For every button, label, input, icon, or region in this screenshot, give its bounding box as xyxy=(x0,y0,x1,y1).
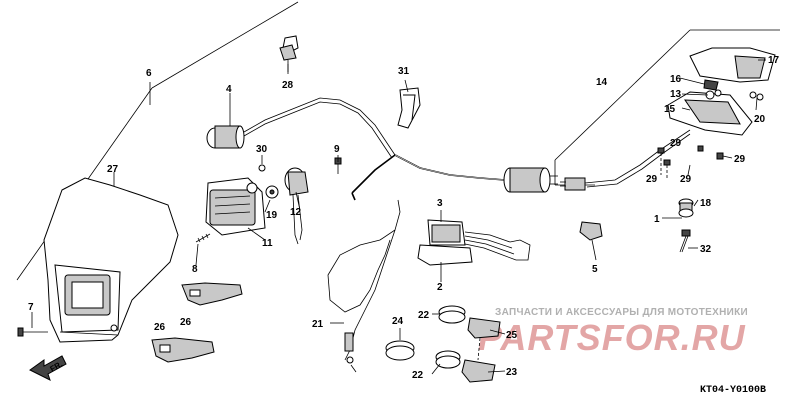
headlight-socket xyxy=(284,167,309,245)
callout-12: 12 xyxy=(290,207,302,218)
regulator xyxy=(417,219,531,266)
callout-21: 21 xyxy=(312,319,324,330)
grommet-18 xyxy=(678,198,694,218)
callout-32: 32 xyxy=(700,244,712,255)
callout-25: 25 xyxy=(506,330,518,341)
leader-lines xyxy=(31,59,766,375)
callout-20: 20 xyxy=(754,114,766,125)
tail-wire xyxy=(560,129,691,191)
callout-30: 30 xyxy=(256,144,268,155)
clamp-25-23 xyxy=(461,317,501,383)
callout-22-upper: 22 xyxy=(418,310,430,321)
callout-23: 23 xyxy=(506,367,518,378)
diagram-code: KT04-Y0100B xyxy=(700,385,766,396)
bulb-socket xyxy=(258,164,279,199)
callout-11: 11 xyxy=(262,238,273,249)
clamp-22-lower xyxy=(435,350,461,369)
callout-27: 27 xyxy=(107,164,119,175)
watermark-subtitle: ЗАПЧАСТИ И АКСЕССУАРЫ ДЛЯ МОТОТЕХНИКИ xyxy=(495,307,748,318)
headlight-cowl xyxy=(43,177,179,343)
control-cable xyxy=(327,199,401,373)
callout-15: 15 xyxy=(664,104,676,115)
callout-3: 3 xyxy=(437,198,443,209)
screw-8 xyxy=(195,233,211,243)
callout-28: 28 xyxy=(282,80,294,91)
assembly-bracket-14 xyxy=(554,29,780,186)
callout-16: 16 xyxy=(670,74,682,85)
screw-20 xyxy=(749,91,764,101)
callout-4: 4 xyxy=(226,84,232,95)
front-direction-indicator: FR. xyxy=(29,355,67,381)
callout-29-a: 29 xyxy=(670,138,682,149)
watermark: ЗАПЧАСТИ И АКСЕССУАРЫ ДЛЯ МОТОТЕХНИКИ PA… xyxy=(478,307,748,358)
callout-26-lower: 26 xyxy=(154,322,166,333)
headlight-unit xyxy=(205,177,266,236)
callout-13: 13 xyxy=(670,89,682,100)
callout-1: 1 xyxy=(654,214,660,225)
bracket-26-upper xyxy=(181,282,243,306)
callout-numbers: 6 4 28 31 9 30 27 19 12 11 8 3 2 26 26 7… xyxy=(28,55,780,381)
callout-17: 17 xyxy=(768,55,780,66)
callout-5: 5 xyxy=(592,264,598,275)
tail-lens-17 xyxy=(689,47,776,83)
callout-29-c: 29 xyxy=(646,174,658,185)
callout-22-lower: 22 xyxy=(412,370,424,381)
clamp-24 xyxy=(385,340,415,361)
cable-clamp-31 xyxy=(397,87,421,129)
bulb-13 xyxy=(705,89,722,100)
callout-18: 18 xyxy=(700,198,712,209)
bolt-32 xyxy=(679,229,691,253)
speedometer-cable xyxy=(206,97,396,159)
callout-9: 9 xyxy=(334,144,340,155)
callout-29-d: 29 xyxy=(680,174,692,185)
callout-14: 14 xyxy=(596,77,608,88)
switch-28 xyxy=(279,35,299,72)
clip-5 xyxy=(579,221,603,241)
clamp-22-upper xyxy=(438,305,466,324)
callout-6: 6 xyxy=(146,68,152,79)
bolt-7 xyxy=(17,327,48,337)
callout-2: 2 xyxy=(437,282,443,293)
tail-base-15 xyxy=(667,91,753,136)
callout-31: 31 xyxy=(398,66,410,77)
callout-26-upper: 26 xyxy=(180,317,192,328)
callout-7: 7 xyxy=(28,302,34,313)
wiring-harness xyxy=(351,154,558,201)
callout-24: 24 xyxy=(392,316,404,327)
nuts-29 xyxy=(657,145,724,180)
bracket-26-lower xyxy=(151,337,215,363)
socket-16 xyxy=(703,79,719,91)
callout-29-b: 29 xyxy=(734,154,746,165)
callout-8: 8 xyxy=(192,264,198,275)
watermark-logo: PARTSFOR.RU xyxy=(478,317,746,358)
callout-19: 19 xyxy=(266,210,278,221)
